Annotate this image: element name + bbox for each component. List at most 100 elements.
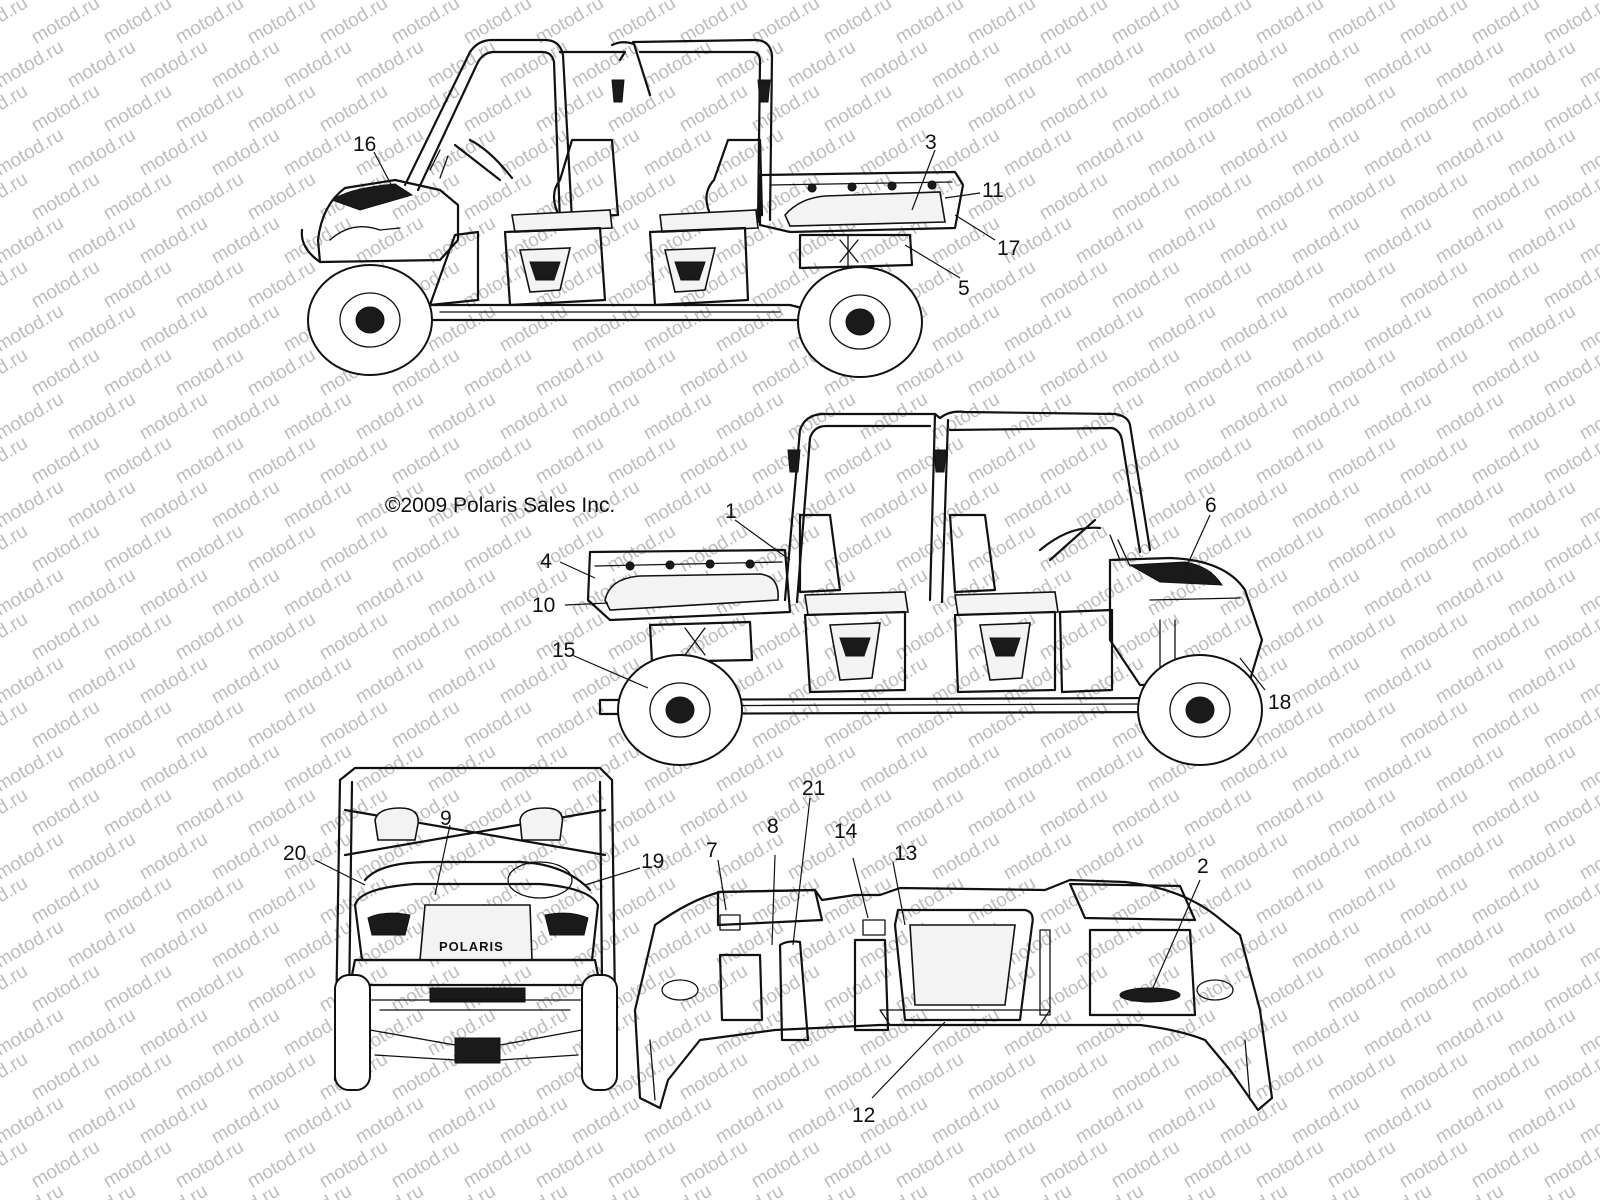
watermark-text: motod.ru xyxy=(1144,125,1219,181)
watermark-text: motod.ru xyxy=(1576,1093,1600,1149)
watermark-text: motod.ru xyxy=(1252,433,1327,489)
watermark-text: motod.ru xyxy=(1396,521,1471,577)
watermark-text: motod.ru xyxy=(0,521,31,577)
watermark-text: motod.ru xyxy=(244,697,319,753)
watermark-text: motod.ru xyxy=(1576,653,1600,709)
watermark-text: motod.ru xyxy=(316,0,391,48)
watermark-text: motod.ru xyxy=(244,345,319,401)
watermark-text: motod.ru xyxy=(1468,521,1543,577)
watermark-text: motod.ru xyxy=(1252,1137,1327,1193)
watermark-text: motod.ru xyxy=(1288,829,1363,885)
watermark-text: motod.ru xyxy=(676,521,751,577)
watermark-text: motod.ru xyxy=(28,609,103,665)
watermark-text: motod.ru xyxy=(28,345,103,401)
watermark-text: motod.ru xyxy=(604,785,679,841)
watermark-text: motod.ru xyxy=(0,653,67,709)
watermark-text: motod.ru xyxy=(1252,1049,1327,1105)
watermark-text: motod.ru xyxy=(568,301,643,357)
watermark-text: motod.ru xyxy=(100,873,175,929)
watermark-text: motod.ru xyxy=(676,81,751,137)
watermark-text: motod.ru xyxy=(208,917,283,973)
callout-21: 21 xyxy=(802,777,825,800)
watermark-text: motod.ru xyxy=(1216,1093,1291,1149)
watermark-text: motod.ru xyxy=(244,81,319,137)
watermark-text: motod.ru xyxy=(0,785,31,841)
watermark-text: motod.ru xyxy=(1288,1005,1363,1061)
watermark-text: motod.ru xyxy=(1576,301,1600,357)
watermark-text: motod.ru xyxy=(208,1181,283,1200)
watermark-text: motod.ru xyxy=(1000,1093,1075,1149)
watermark-text: motod.ru xyxy=(1360,917,1435,973)
watermark-text: motod.ru xyxy=(604,1137,679,1193)
watermark-text: motod.ru xyxy=(892,0,967,48)
watermark-text: motod.ru xyxy=(856,477,931,533)
watermark-text: motod.ru xyxy=(280,917,355,973)
watermark-text: motod.ru xyxy=(1504,1181,1579,1200)
watermark-text: motod.ru xyxy=(892,1137,967,1193)
watermark-text: motod.ru xyxy=(0,301,67,357)
watermark-text: motod.ru xyxy=(0,565,67,621)
watermark-text: motod.ru xyxy=(1468,433,1543,489)
watermark-text: motod.ru xyxy=(1396,873,1471,929)
watermark-text: motod.ru xyxy=(1360,1181,1435,1200)
watermark-text: motod.ru xyxy=(244,785,319,841)
vehicle-right-side-view xyxy=(586,410,1264,766)
watermark-text: motod.ru xyxy=(928,37,1003,93)
watermark-text: motod.ru xyxy=(244,873,319,929)
watermark-text: motod.ru xyxy=(244,1137,319,1193)
watermark-text: motod.ru xyxy=(0,1049,31,1105)
watermark-text: motod.ru xyxy=(100,345,175,401)
watermark-text: motod.ru xyxy=(172,257,247,313)
watermark-text: motod.ru xyxy=(64,741,139,797)
watermark-text: motod.ru xyxy=(28,0,103,48)
watermark-text: motod.ru xyxy=(1216,37,1291,93)
callout-11: 11 xyxy=(982,179,1004,202)
callout-17: 17 xyxy=(997,237,1020,260)
watermark-text: motod.ru xyxy=(0,477,67,533)
watermark-text: motod.ru xyxy=(1108,1137,1183,1193)
watermark-text: motod.ru xyxy=(1432,917,1507,973)
watermark-text: motod.ru xyxy=(0,873,31,929)
watermark-text: motod.ru xyxy=(1216,125,1291,181)
watermark-text: motod.ru xyxy=(388,1137,463,1193)
watermark-text: motod.ru xyxy=(0,81,31,137)
watermark-text: motod.ru xyxy=(568,125,643,181)
watermark-text: motod.ru xyxy=(136,653,211,709)
watermark-text: motod.ru xyxy=(1252,521,1327,577)
watermark-text: motod.ru xyxy=(28,257,103,313)
leader-lines xyxy=(314,149,1266,1099)
watermark-text: motod.ru xyxy=(1468,785,1543,841)
watermark-text: motod.ru xyxy=(532,345,607,401)
watermark-text: motod.ru xyxy=(928,741,1003,797)
watermark-text: motod.ru xyxy=(1468,961,1543,1017)
watermark-text: motod.ru xyxy=(676,1137,751,1193)
watermark-text: motod.ru xyxy=(208,477,283,533)
watermark-text: motod.ru xyxy=(964,1137,1039,1193)
watermark-text: motod.ru xyxy=(0,829,67,885)
watermark-text: motod.ru xyxy=(1144,1093,1219,1149)
watermark-text: motod.ru xyxy=(928,1093,1003,1149)
watermark-text: motod.ru xyxy=(496,301,571,357)
watermark-text: motod.ru xyxy=(532,433,607,489)
watermark-text: motod.ru xyxy=(784,37,859,93)
watermark-text: motod.ru xyxy=(460,345,535,401)
watermark-text: motod.ru xyxy=(0,389,67,445)
watermark-text: motod.ru xyxy=(1072,37,1147,93)
grille-logo-text: POLARIS xyxy=(439,939,504,954)
watermark-text: motod.ru xyxy=(1576,917,1600,973)
watermark-text: motod.ru xyxy=(1252,609,1327,665)
watermark-text: motod.ru xyxy=(1108,169,1183,225)
watermark-text: motod.ru xyxy=(0,433,31,489)
watermark-text: motod.ru xyxy=(1108,785,1183,841)
watermark-text: motod.ru xyxy=(1576,565,1600,621)
watermark-text: motod.ru xyxy=(1108,345,1183,401)
watermark-text: motod.ru xyxy=(388,521,463,577)
watermark-text: motod.ru xyxy=(1000,37,1075,93)
watermark-text: motod.ru xyxy=(172,345,247,401)
watermark-text: motod.ru xyxy=(64,1005,139,1061)
watermark-text: motod.ru xyxy=(1072,829,1147,885)
watermark-text: motod.ru xyxy=(712,37,787,93)
watermark-text: motod.ru xyxy=(568,829,643,885)
watermark-text: motod.ru xyxy=(964,785,1039,841)
